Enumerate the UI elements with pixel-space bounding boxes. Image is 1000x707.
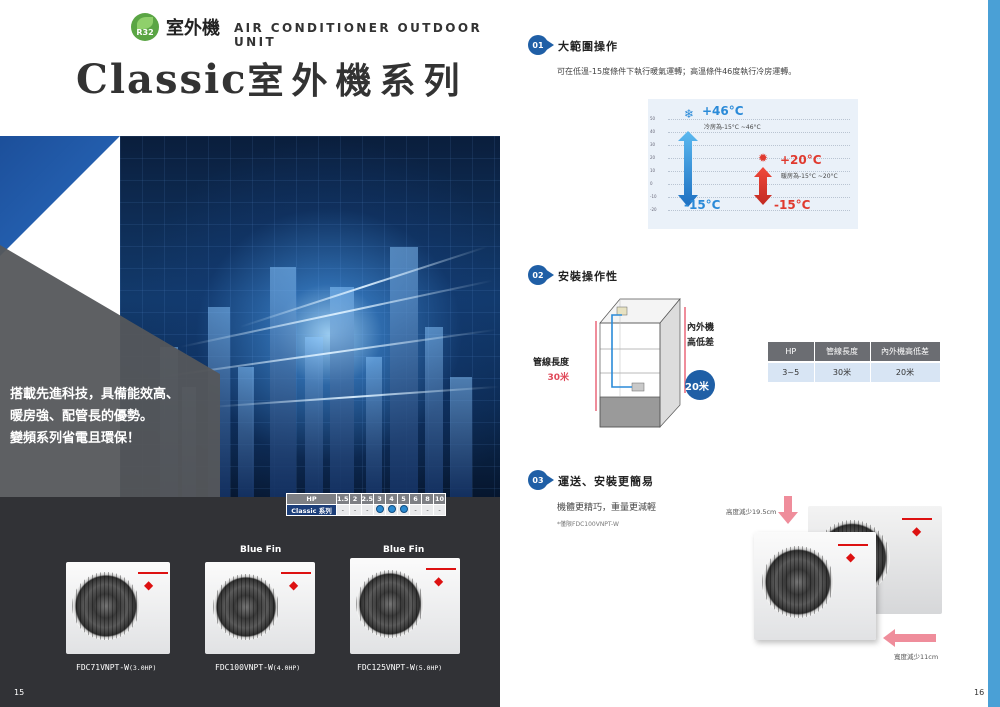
heat-min-temp: -15°C	[774, 198, 811, 212]
available-dot	[373, 504, 387, 516]
cool-min-temp: -15°C	[684, 198, 721, 212]
section-title: 大範圍操作	[558, 40, 618, 53]
city-night-image	[120, 136, 500, 497]
r32-leaf-icon: R32	[131, 13, 159, 41]
cool-range-text: 冷房為-15°C ~46°C	[704, 124, 761, 131]
outdoor-unit-image	[205, 562, 315, 654]
install-spec-table: HP 管線長度 內外機高低差 3~5 30米 20米	[768, 342, 941, 382]
model-caption: FDC100VNPT-W(4.0HP)	[215, 663, 301, 672]
height-diff-label: 內外機 高低差	[687, 323, 715, 348]
left-arrow-icon	[883, 629, 895, 647]
page-number: 15	[14, 688, 25, 697]
available-dot	[397, 504, 411, 516]
cool-max-temp: +46°C	[702, 104, 744, 118]
cooling-range-arrow	[678, 131, 698, 207]
section-number-badge: 03	[528, 470, 554, 490]
outdoor-unit-image	[66, 562, 170, 654]
model-caption: FDC71VNPT-W(3.0HP)	[76, 663, 157, 672]
outdoor-unit-image-new	[754, 532, 876, 640]
section-title: 運送、安裝更簡易	[558, 475, 654, 488]
width-reduced-note: 寬度減少11cm	[894, 653, 939, 661]
model-caption: FDC125VNPT-W(5.0HP)	[357, 663, 443, 672]
heat-range-text: 暖房為-15°C ~20°C	[781, 173, 838, 180]
available-dot-icon	[387, 505, 396, 513]
available-dot	[385, 504, 399, 516]
page-title: Classic室外機系列	[76, 56, 468, 103]
section-desc: 機體更精巧，重量更減輕	[557, 503, 657, 513]
temperature-arrows	[678, 131, 772, 207]
outdoor-unit-image	[350, 558, 460, 654]
section-title: 安裝操作性	[558, 270, 618, 283]
left-page: R32 室外機 AIR CONDITIONER OUTDOOR UNIT Cla…	[0, 0, 500, 707]
hp-spec-table: HP 1.5 2 2.5 3 4 5 6 8 10 Classic 系列 - -…	[286, 493, 447, 516]
header-en: AIR CONDITIONER OUTDOOR UNIT	[234, 21, 483, 49]
slogan: 搭載先進科技，具備能效高、 暖房強、配管長的優勢。 變頻系列省電且環保！	[10, 387, 180, 446]
pipe-length-label: 管線長度 30米	[533, 358, 570, 383]
height-value: 20米	[685, 382, 709, 393]
available-dot-icon	[399, 505, 408, 513]
heating-range-arrow	[754, 167, 772, 205]
section-number-badge: 01	[528, 35, 554, 55]
heat-max-temp: +20°C	[780, 153, 822, 167]
page-number: 16	[974, 688, 985, 697]
snowflake-icon: ❄	[684, 107, 695, 121]
available-dot-icon	[375, 505, 384, 513]
installation-diagram	[595, 298, 715, 428]
down-arrow-icon	[784, 496, 792, 514]
height-reduced-note: 高度減少19.5cm	[726, 508, 777, 516]
sun-icon: ✹	[758, 151, 769, 165]
header-zh: 室外機	[166, 18, 220, 39]
section-note: *僅限FDC100VNPT-W	[557, 521, 619, 528]
temperature-range-chart: 50 40 30 20 10 0 -10 -20 ❄ ✹	[648, 99, 858, 229]
blue-fin-label: Blue Fin	[383, 545, 425, 555]
section-desc: 可在低溫-15度條件下執行暖氣運轉；高溫條件46度執行冷房運轉。	[557, 67, 797, 76]
section-number-badge: 02	[528, 265, 554, 285]
blue-fin-label: Blue Fin	[240, 545, 282, 555]
